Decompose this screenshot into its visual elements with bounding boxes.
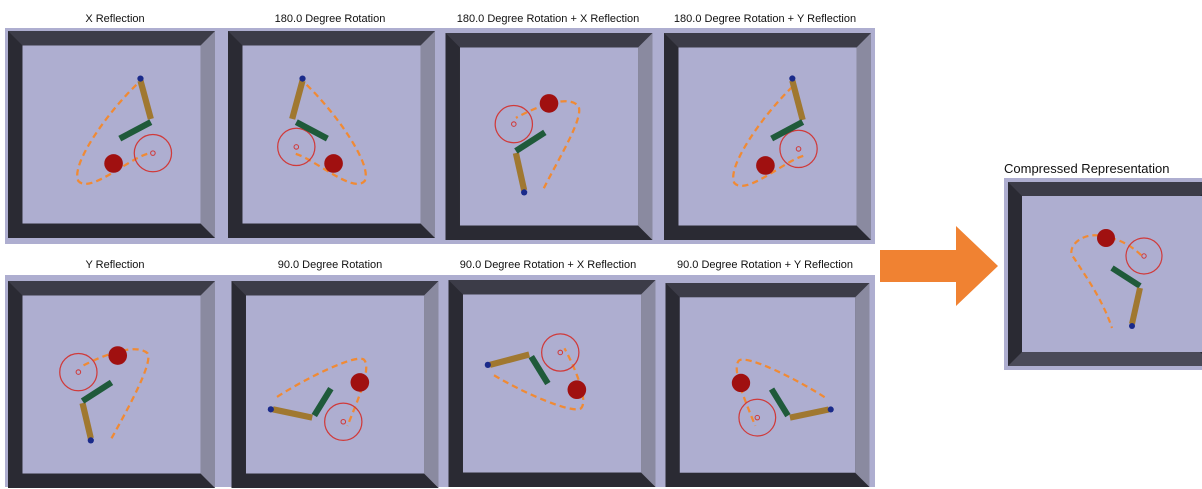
red-ball bbox=[104, 154, 123, 173]
right-arrow-icon bbox=[880, 226, 998, 311]
tile-90-rotation-x-reflection bbox=[448, 280, 656, 487]
label-180-rotation-x-reflection: 180.0 Degree Rotation + X Reflection bbox=[438, 12, 658, 26]
arm-tip bbox=[828, 406, 834, 412]
arm-tip bbox=[485, 362, 491, 368]
label-x-reflection: X Reflection bbox=[40, 12, 190, 26]
tile-90-rotation bbox=[230, 281, 440, 488]
label-compressed-representation: Compressed Representation bbox=[1004, 162, 1202, 176]
red-ball bbox=[732, 374, 750, 392]
red-ball bbox=[568, 380, 587, 399]
red-ball bbox=[351, 373, 370, 392]
red-ball bbox=[1097, 229, 1115, 247]
arm-tip bbox=[521, 189, 527, 195]
tile-x-reflection bbox=[8, 31, 215, 238]
arena-frame bbox=[1004, 178, 1202, 370]
arena-frame bbox=[449, 280, 656, 487]
label-y-reflection: Y Reflection bbox=[40, 258, 190, 272]
red-ball bbox=[540, 94, 559, 113]
tile-180-rotation-x-reflection bbox=[445, 33, 653, 240]
tile-y-reflection bbox=[8, 281, 215, 488]
arena-frame bbox=[446, 33, 653, 240]
arm-tip bbox=[88, 437, 94, 443]
tile-90-rotation-y-reflection bbox=[664, 283, 871, 487]
arm-tip bbox=[137, 76, 143, 82]
arm-tip bbox=[299, 76, 305, 82]
tile-180-rotation-y-reflection bbox=[664, 33, 871, 240]
arena-frame bbox=[8, 31, 215, 238]
red-ball bbox=[324, 154, 343, 173]
arena-frame bbox=[228, 31, 435, 238]
arena-frame bbox=[664, 33, 871, 240]
tile-compressed-representation bbox=[1004, 178, 1202, 370]
label-180-rotation-y-reflection: 180.0 Degree Rotation + Y Reflection bbox=[655, 12, 875, 26]
label-90-rotation: 90.0 Degree Rotation bbox=[230, 258, 430, 272]
arm-tip bbox=[268, 406, 274, 412]
label-180-rotation: 180.0 Degree Rotation bbox=[230, 12, 430, 26]
red-ball bbox=[108, 346, 127, 365]
tile-180-rotation bbox=[228, 31, 435, 238]
arena-frame bbox=[666, 283, 870, 487]
arm-tip bbox=[789, 75, 795, 81]
arm-tip bbox=[1129, 323, 1135, 329]
label-90-rotation-x-reflection: 90.0 Degree Rotation + X Reflection bbox=[438, 258, 658, 272]
label-90-rotation-y-reflection: 90.0 Degree Rotation + Y Reflection bbox=[655, 258, 875, 272]
arena-frame bbox=[232, 281, 439, 488]
red-ball bbox=[756, 156, 775, 175]
